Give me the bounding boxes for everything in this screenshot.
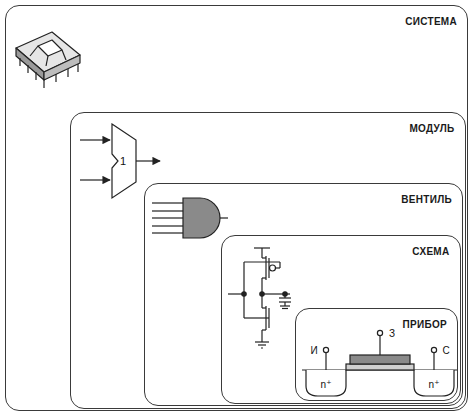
level-title: СХЕМА [412, 246, 449, 257]
gate-box: ВЕНТИЛЬ СХЕМА ПРИБОР [144, 183, 463, 406]
level-title: ПРИБОР [403, 319, 447, 330]
drain-terminal: С [442, 345, 449, 356]
cmos-inverter [228, 248, 291, 348]
mux-symbol [80, 124, 160, 198]
mux-number: 1 [120, 155, 126, 167]
chip-package [16, 32, 80, 88]
source-terminal: И [310, 345, 317, 356]
and-gate [152, 198, 228, 238]
mosfet-cross-section [302, 330, 458, 396]
level-title: СИСТЕМА [405, 16, 457, 27]
level-title: МОДУЛЬ [409, 123, 454, 134]
gate-terminal: З [389, 328, 395, 339]
circuit-box: СХЕМА ПРИБОР [221, 235, 461, 404]
level-title: ВЕНТИЛЬ [401, 194, 452, 205]
module-box: МОДУЛЬ ВЕНТИЛЬ СХЕМА ПРИБОР [70, 112, 466, 409]
doping-label: n⁺ [321, 379, 332, 390]
system-box: СИСТЕМА МОДУЛЬ ВЕНТИЛЬ СХЕМА ПРИБОР [5, 5, 468, 411]
doping-label: n⁺ [429, 379, 440, 390]
